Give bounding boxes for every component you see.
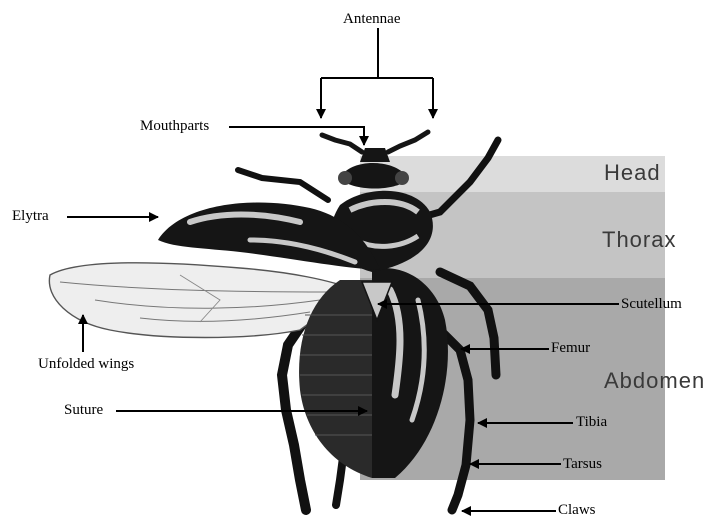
label-mouthparts: Mouthparts xyxy=(140,119,209,134)
label-scutellum: Scutellum xyxy=(621,297,682,312)
label-femur: Femur xyxy=(551,341,590,356)
label-suture: Suture xyxy=(64,403,103,418)
right-eye xyxy=(395,171,409,185)
region-label-abdomen: Abdomen xyxy=(604,370,705,392)
label-tarsus: Tarsus xyxy=(563,457,602,472)
region-label-head: Head xyxy=(604,162,661,184)
label-antennae: Antennae xyxy=(343,12,400,27)
left-eye xyxy=(338,171,352,185)
region-label-thorax: Thorax xyxy=(602,229,676,251)
label-elytra: Elytra xyxy=(12,209,49,224)
label-tibia: Tibia xyxy=(576,415,607,430)
label-claws: Claws xyxy=(558,503,596,518)
label-unfolded-wings: Unfolded wings xyxy=(38,357,134,372)
